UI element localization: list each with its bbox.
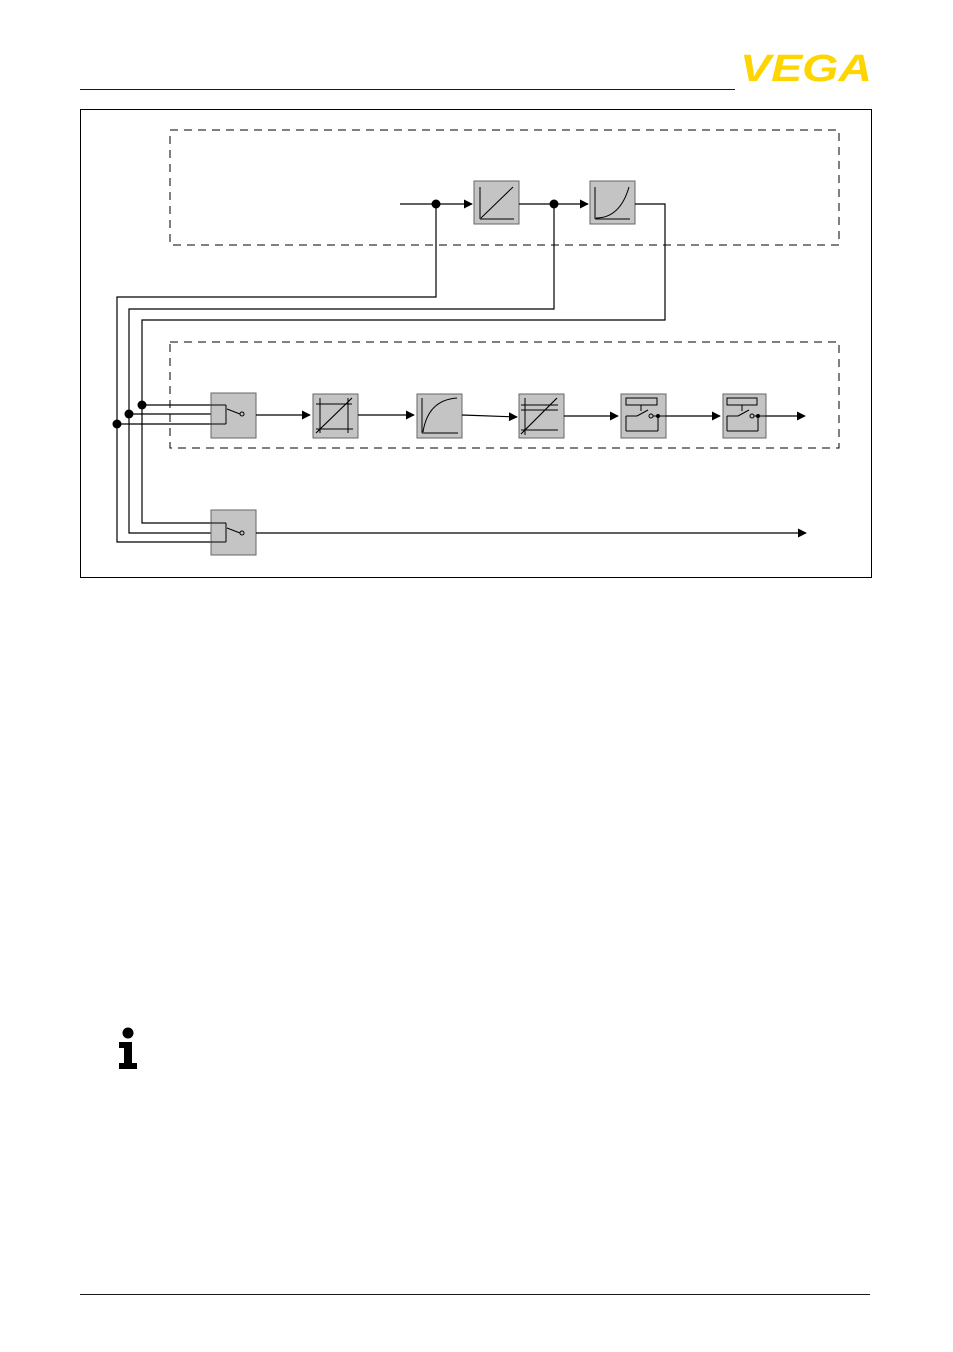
switch-block-2 <box>723 394 766 438</box>
header-rule <box>80 89 735 90</box>
bus-line-2 <box>129 204 554 533</box>
flow-arrow <box>462 415 517 417</box>
footer-rule <box>80 1294 870 1295</box>
vega-logo: VEGA <box>740 50 872 84</box>
junction-dot <box>125 410 134 419</box>
curve-block <box>590 181 635 224</box>
bus-line-1 <box>117 204 436 542</box>
output-selector-switch <box>211 510 256 555</box>
vega-logo-text: VEGA <box>740 50 872 84</box>
input-selector-switch <box>211 393 256 438</box>
adjustment-block <box>313 394 358 438</box>
signal-flow-diagram <box>80 109 872 578</box>
diagram-frame <box>81 110 872 578</box>
linear-block <box>474 181 519 224</box>
damping-block <box>417 394 462 438</box>
switch-block-1 <box>621 394 666 438</box>
info-icon <box>117 1027 139 1071</box>
scaling-block <box>519 394 564 438</box>
junction-dot <box>113 420 122 429</box>
bus-line-3 <box>142 204 665 523</box>
junction-dot <box>138 401 147 410</box>
